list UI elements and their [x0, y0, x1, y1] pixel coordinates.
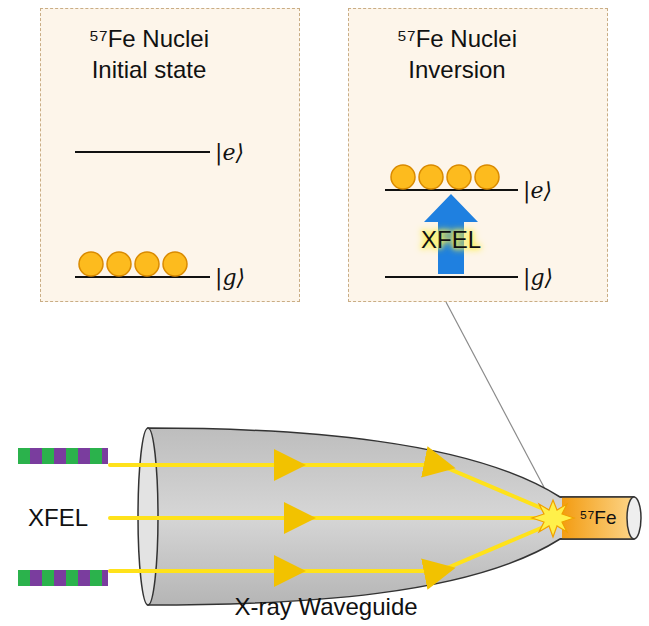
level-line [75, 276, 210, 278]
text-label: XFEL [28, 504, 88, 532]
panel-ground [40, 8, 300, 302]
panel-ground [348, 8, 608, 302]
state-panel: ⁵⁷Fe Nuclei Initial state [40, 8, 300, 302]
interaction-star [532, 500, 574, 537]
text-label: XFEL [421, 226, 481, 254]
nuclei [79, 252, 187, 276]
panel-title: ⁵⁷Fe Nuclei Inversion [372, 23, 542, 85]
state-panel: ⁵⁷Fe Nuclei Inversion [348, 8, 608, 302]
text-label: ⁵⁷Fe [580, 507, 617, 529]
xfel-pulse [18, 570, 108, 586]
nuclei [391, 165, 499, 189]
level-line [75, 151, 210, 153]
xfel-pulse [18, 448, 108, 464]
text-label: X-ray Waveguide [234, 593, 417, 621]
state-label: |e⟩ [523, 178, 552, 203]
level-line [385, 276, 518, 278]
state-label: |g⟩ [215, 265, 245, 290]
tube-end [627, 497, 641, 539]
state-label: |g⟩ [523, 265, 553, 290]
state-label: |e⟩ [215, 140, 244, 165]
x-ray-beams [110, 465, 553, 571]
panel-title: ⁵⁷Fe Nuclei Initial state [64, 23, 234, 85]
